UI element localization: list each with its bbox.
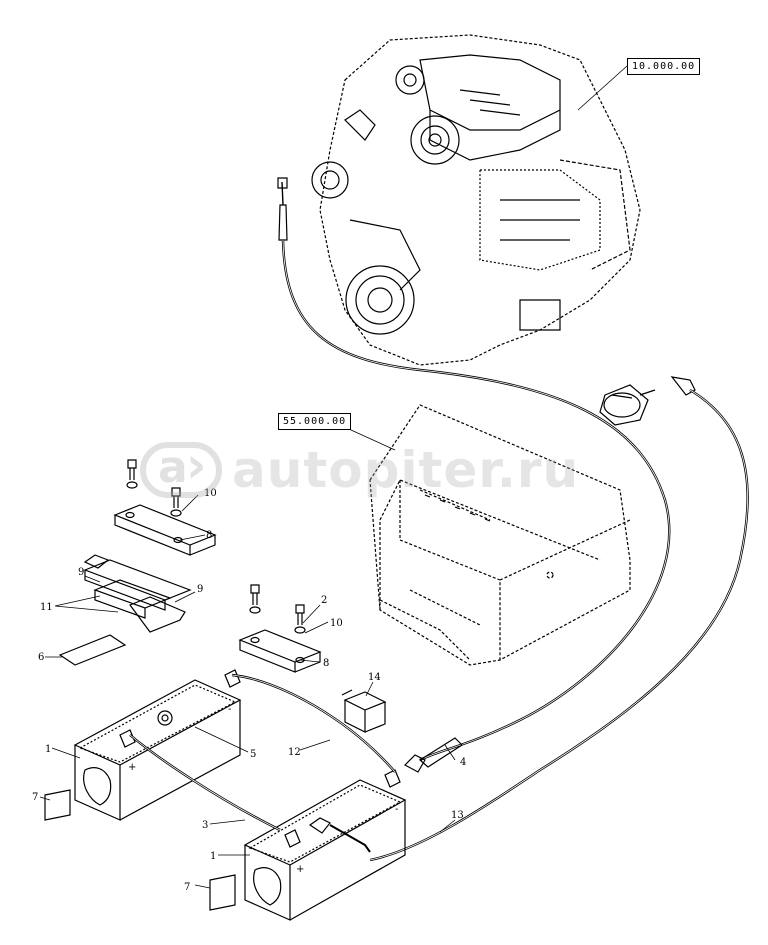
callout-10-mid: 10 xyxy=(330,618,343,629)
callout-6: 6 xyxy=(38,652,44,663)
callout-8-top: 8 xyxy=(206,530,212,541)
callout-8-mid: 8 xyxy=(323,658,329,669)
callout-9-left: 9 xyxy=(78,567,84,578)
callout-10-top: 10 xyxy=(204,488,217,499)
holddown-bar-top xyxy=(113,504,217,556)
callout-9-right: 9 xyxy=(197,584,203,595)
callout-5: 5 xyxy=(250,749,256,760)
fuse-block-14 xyxy=(341,689,387,733)
bracket-assembly xyxy=(83,554,192,633)
holddown-bar-mid xyxy=(238,629,322,673)
battery-1 xyxy=(73,679,242,821)
battery-2-terminals xyxy=(284,769,401,848)
terminal-minus-1: - xyxy=(228,704,231,715)
label-plate-6 xyxy=(58,634,127,666)
label-decal-7b xyxy=(209,874,236,911)
jumper-cable-12 xyxy=(231,673,396,773)
battery-box xyxy=(369,404,631,666)
callout-14: 14 xyxy=(368,672,381,683)
bolt-mid-right xyxy=(294,604,306,634)
callout-numbers: 10 8 9 9 11 6 2 10 8 14 5 12 4 1 7 3 13 … xyxy=(32,488,466,893)
battery-disconnect-switch xyxy=(599,384,656,426)
engine-reference-box: 10.000.00 xyxy=(627,58,701,75)
battery-2 xyxy=(243,779,407,921)
callout-7-top: 7 xyxy=(32,792,38,803)
bolt-top-left xyxy=(126,459,138,489)
bolt-top-right xyxy=(170,487,182,517)
callout-12: 12 xyxy=(288,747,301,758)
battery-lug-13 xyxy=(308,817,371,853)
battery-box-reference-box: 55.000.00 xyxy=(278,413,352,430)
switch-cable xyxy=(369,376,749,862)
terminal-plus-1: + xyxy=(128,762,136,773)
terminal-minus-2: - xyxy=(395,804,398,815)
bolt-mid-left xyxy=(249,584,261,614)
engine-ground-cable xyxy=(277,177,671,762)
terminal-plus-2: + xyxy=(296,864,304,875)
callout-4: 4 xyxy=(460,757,466,768)
callout-13: 13 xyxy=(451,810,464,821)
callout-7-bottom: 7 xyxy=(184,882,190,893)
callout-1-top: 1 xyxy=(45,744,51,755)
battery-1-terminals xyxy=(119,669,241,748)
label-decal-7a xyxy=(44,789,71,821)
battery-lug-4 xyxy=(404,737,463,773)
callout-1-bottom: 1 xyxy=(210,851,216,862)
jumper-cable-3 xyxy=(129,734,281,832)
callout-2: 2 xyxy=(321,595,327,606)
box-rivets xyxy=(424,494,491,522)
engine-assembly xyxy=(311,34,641,366)
callout-3: 3 xyxy=(202,820,208,831)
callout-11: 11 xyxy=(40,602,53,613)
